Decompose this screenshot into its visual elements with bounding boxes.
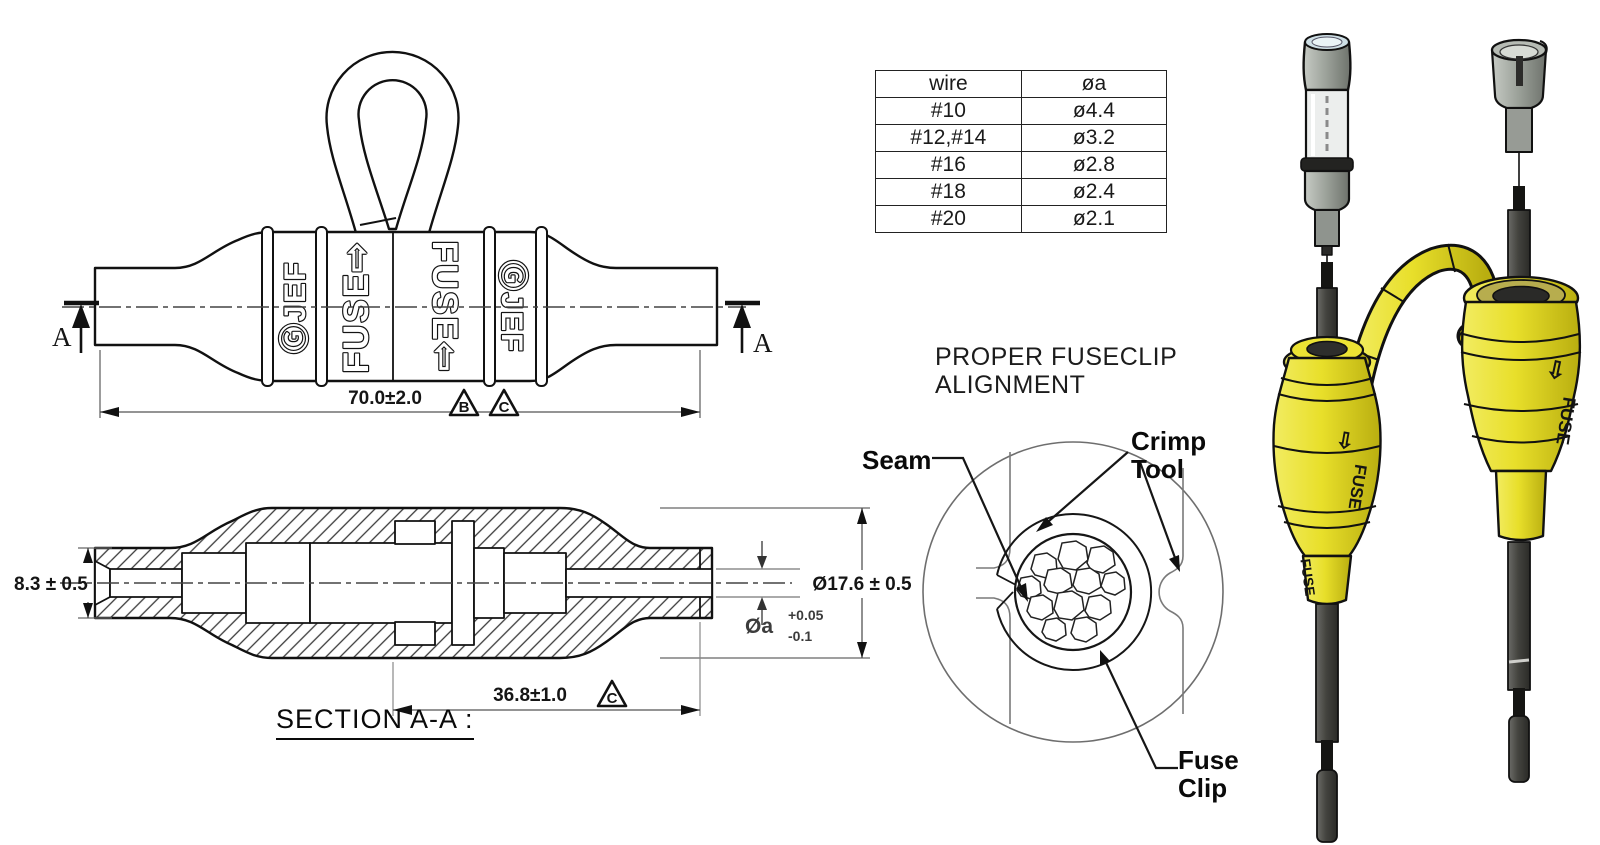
col-header-wire: wire	[875, 70, 1022, 98]
height-dimension: 8.3 ± 0.5	[14, 547, 112, 619]
wire-tail-left	[1316, 769, 1338, 843]
width-dimension: 36.8±1.0 C	[392, 622, 701, 716]
diameter-cell: ø2.8	[1020, 151, 1168, 179]
wire-gauge-cell: #18	[875, 178, 1022, 206]
svg-text:Øa: Øa	[745, 615, 773, 638]
table-row: #18 ø2.4	[875, 178, 1168, 206]
svg-text:C: C	[499, 399, 510, 416]
section-aa-drawing: 8.3 ± 0.5 Ø17.6 ± 0.5 Øa +0.05 -0.1	[14, 506, 912, 716]
svg-text:Ø17.6 ± 0.5: Ø17.6 ± 0.5	[812, 574, 912, 595]
diameter-cell: ø2.1	[1020, 205, 1168, 233]
svg-text:C: C	[607, 690, 618, 707]
crimp-tool-label: Crimp Tool	[1131, 427, 1206, 483]
fuse-clip-label-line1: Fuse	[1178, 745, 1239, 775]
wire-lower-left	[1315, 603, 1339, 743]
wire-size-table: wire øa #10 ø4.4 #12,#14 ø3.2 #16 ø2.8 #…	[875, 70, 1168, 233]
section-aa-title: SECTION A-A :	[276, 704, 474, 740]
section-marker-left: A	[52, 300, 99, 353]
wire-gauge-cell: #12,#14	[875, 124, 1022, 152]
svg-text:+0.05: +0.05	[788, 607, 824, 623]
diameter-cell: ø4.4	[1020, 97, 1168, 125]
crimp-tool-outline	[922, 441, 1224, 743]
loop-parting-line	[359, 217, 397, 226]
diameter-cell: ø2.4	[1020, 178, 1168, 206]
mold-arrow-left: ⇩	[1334, 427, 1356, 455]
clip-seam-lines	[996, 574, 1017, 610]
svg-text:A: A	[52, 322, 72, 352]
fuse-clip-label-line2: Clip	[1178, 773, 1228, 804]
od-dimension: Ø17.6 ± 0.5	[660, 507, 912, 659]
table-row: #16 ø2.8	[875, 151, 1168, 179]
table-row: #20 ø2.1	[875, 205, 1168, 233]
svg-text:-0.1: -0.1	[788, 628, 812, 644]
alignment-title-line2: ALIGNMENT	[935, 371, 1086, 399]
svg-text:36.8±1.0: 36.8±1.0	[493, 685, 567, 706]
fuse-clip-ring	[996, 513, 1153, 671]
svg-text:8.3 ± 0.5: 8.3 ± 0.5	[14, 574, 88, 595]
fuse-clip-label: Fuse Clip	[1178, 746, 1239, 802]
iso-render-3d: ⇩ FUSE FUSE ⇩ FUSE	[1272, 33, 1582, 843]
side-view-drawing: ⒼJEF FUSE⇨ FUSE⇦ ⒼJEF A A 70.0±2.0	[52, 50, 773, 418]
wire-tail-right	[1508, 715, 1530, 783]
wire-gauge-cell: #20	[875, 205, 1022, 233]
leader-arrowheads	[1016, 517, 1180, 665]
crimp-tool-left-jaw	[976, 452, 1011, 724]
wire-lower-right	[1507, 541, 1531, 691]
alignment-title: PROPER FUSECLIP ALIGNMENT	[935, 343, 1177, 399]
label-leaders	[932, 451, 1180, 770]
mold-fuse-left-tip: FUSE	[1297, 558, 1318, 597]
svg-text:B: B	[459, 399, 470, 416]
svg-text:A: A	[753, 328, 773, 358]
wire-strand-right	[1513, 186, 1525, 212]
wire-gauge-cell: #10	[875, 97, 1022, 125]
glass-fuse-cartridge	[1300, 33, 1354, 256]
diameter-cell: ø3.2	[1020, 124, 1168, 152]
table-header-row: wire øa	[875, 70, 1168, 98]
section-marker-right: A	[725, 300, 773, 358]
fuse-left-text: FUSE⇨	[337, 241, 376, 374]
pull-loop-inner	[357, 79, 428, 231]
table-row: #12,#14 ø3.2	[875, 124, 1168, 152]
table-row: #10 ø4.4	[875, 97, 1168, 125]
fuse-holder-right: ⇩ FUSE	[1460, 275, 1582, 542]
wire-gauge-cell: #16	[875, 151, 1022, 179]
fuseclip-alignment-diagram	[922, 441, 1224, 770]
bore-dimension: Øa +0.05 -0.1	[716, 541, 824, 644]
crimp-tool-label-line2: Tool	[1131, 454, 1184, 485]
wire-strands	[1016, 540, 1126, 643]
crimp-tool-right-jaw	[1158, 468, 1184, 714]
svg-text:70.0±2.0: 70.0±2.0	[348, 388, 422, 409]
fuse-holder-left: ⇩ FUSE FUSE	[1272, 335, 1382, 606]
length-dimension: 70.0±2.0 B C	[99, 350, 701, 418]
fuse-cap-terminal	[1490, 38, 1548, 153]
seam-label: Seam	[862, 445, 932, 475]
crimp-tool-label-line1: Crimp	[1131, 426, 1207, 456]
alignment-title-line1: PROPER FUSECLIP	[935, 343, 1178, 371]
wire-strand-left	[1321, 262, 1333, 290]
col-header-diameter: øa	[1020, 70, 1168, 98]
